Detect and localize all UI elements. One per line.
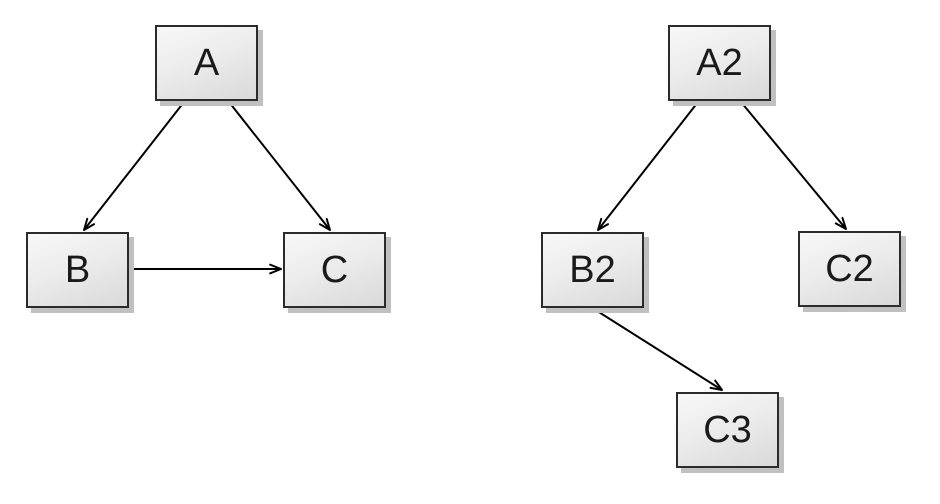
edge-A-B bbox=[83, 101, 185, 231]
node-label-C3: C3 bbox=[703, 409, 752, 451]
node-C: C bbox=[283, 232, 386, 308]
node-label-B2: B2 bbox=[569, 249, 616, 291]
node-label-C: C bbox=[320, 249, 349, 291]
edge-A-C bbox=[228, 101, 331, 231]
edge-A2-B2 bbox=[597, 101, 699, 231]
node-label-B: B bbox=[64, 249, 91, 291]
node-A: A bbox=[155, 25, 258, 101]
node-B: B bbox=[26, 232, 129, 308]
node-label-A2: A2 bbox=[696, 42, 743, 84]
node-label-A: A bbox=[193, 42, 220, 84]
edges-group bbox=[83, 101, 847, 391]
node-A2: A2 bbox=[668, 25, 771, 101]
node-C2: C2 bbox=[798, 231, 901, 307]
node-B2: B2 bbox=[541, 232, 644, 308]
node-label-C2: C2 bbox=[825, 248, 874, 290]
node-C3: C3 bbox=[676, 392, 779, 468]
edge-B2-C3 bbox=[593, 308, 723, 391]
edge-A2-C2 bbox=[740, 101, 847, 230]
